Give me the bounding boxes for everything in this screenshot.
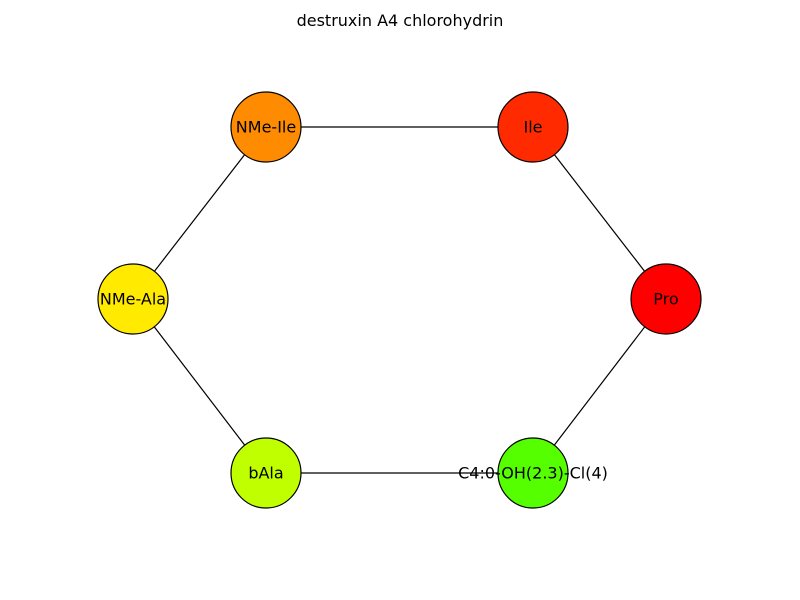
node-circle-bala <box>230 437 302 509</box>
node-nme-ala: NMe-Ala <box>97 263 169 335</box>
node-pro: Pro <box>630 263 702 335</box>
edge-nme-ala-nme-ile <box>132 126 267 300</box>
node-label-nme-ile: NMe-Ile <box>236 118 296 137</box>
edge-ile-pro <box>532 126 667 300</box>
node-label-c4: C4:0-OH(2.3)-Cl(4) <box>458 464 608 483</box>
node-bala: bAla <box>230 437 302 509</box>
node-circle-pro <box>630 263 702 335</box>
node-label-ile: Ile <box>523 118 542 137</box>
edge-pro-c4 <box>532 298 667 474</box>
node-label-pro: Pro <box>653 290 678 309</box>
node-c4: C4:0-OH(2.3)-Cl(4) <box>458 437 608 509</box>
edges <box>132 126 667 474</box>
node-circle-nme-ile <box>230 91 302 163</box>
node-ile: Ile <box>497 91 569 163</box>
node-circle-ile <box>497 91 569 163</box>
node-nme-ile: NMe-Ile <box>230 91 302 163</box>
node-circle-c4 <box>497 437 569 509</box>
node-label-bala: bAla <box>248 464 283 483</box>
edge-bala-nme-ala <box>132 298 267 474</box>
diagram-title: destruxin A4 chlorohydrin <box>297 11 504 30</box>
node-circle-nme-ala <box>97 263 169 335</box>
node-label-nme-ala: NMe-Ala <box>100 290 166 309</box>
